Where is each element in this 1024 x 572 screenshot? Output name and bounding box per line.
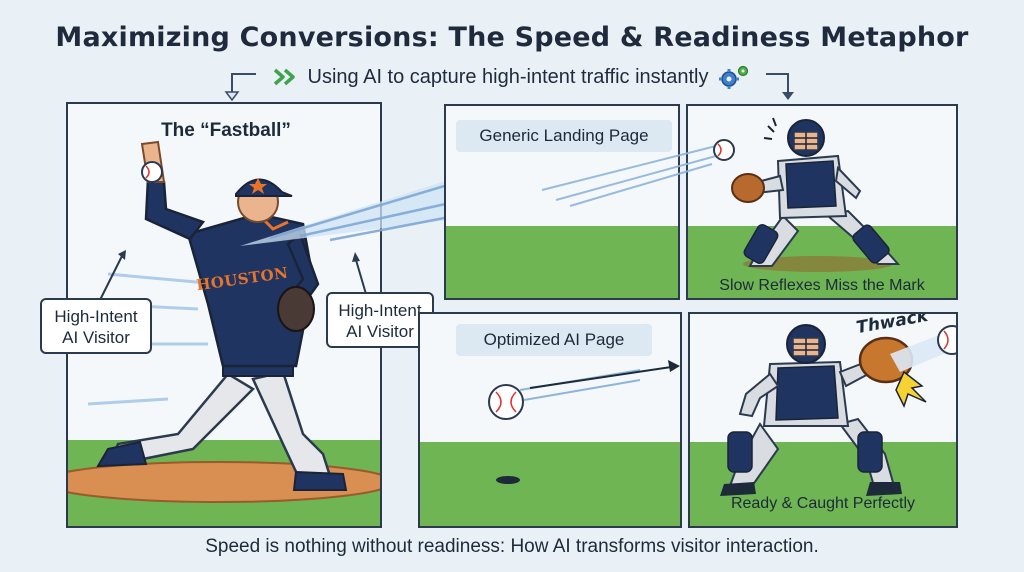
subtitle-row: Using AI to capture high-intent traffic … [0, 62, 1024, 102]
visitor-label-right: High-Intent AI Visitor [326, 292, 434, 348]
down-arrow-left-icon [224, 73, 256, 102]
generic-page-panel: Generic Landing Page [444, 104, 680, 300]
ready-caption: Ready & Caught Perfectly [730, 495, 916, 512]
slow-catcher-panel: Slow Reflexes Miss the Mark [686, 104, 958, 300]
down-arrow-right-icon [766, 73, 795, 100]
slow-caption: Slow Reflexes Miss the Mark [719, 277, 925, 294]
subtitle: Using AI to capture high-intent traffic … [307, 65, 709, 88]
optimized-page-panel: Optimized AI Page [418, 312, 682, 528]
optimized-page-label: Optimized AI Page [456, 324, 652, 357]
footer-caption: Speed is nothing without readiness: How … [205, 536, 819, 557]
generic-page-label: Generic Landing Page [456, 120, 672, 153]
panel-title: The “Fastball” [161, 120, 291, 141]
double-chevron-icon [273, 68, 295, 86]
grass [446, 226, 678, 298]
slow-catcher-illustration [731, 117, 901, 272]
incoming-ball [488, 360, 680, 484]
visitor-label-left: High-Intent AI Visitor [40, 298, 152, 354]
page-title: Maximizing Conversions: The Speed & Read… [55, 22, 969, 53]
ready-catcher-illustration [720, 324, 956, 496]
grass [420, 442, 680, 526]
ready-catcher-panel: Thwack Ready & Caught Perfectly [688, 312, 958, 528]
gear-icon [719, 65, 749, 89]
